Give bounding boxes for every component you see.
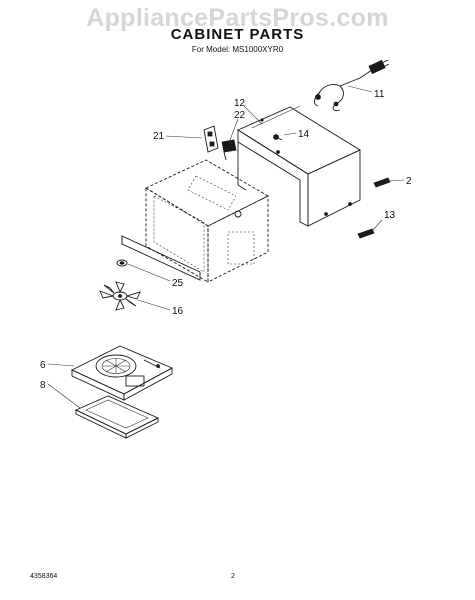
page-title: CABINET PARTS <box>170 26 305 43</box>
callout-16: 16 <box>172 306 184 317</box>
callout-21: 21 <box>153 131 165 142</box>
callout-13: 13 <box>384 210 396 221</box>
callout-11: 11 <box>374 89 385 100</box>
leader-25 <box>127 263 171 282</box>
callout-22: 22 <box>234 110 246 121</box>
screw-14-part <box>273 134 283 141</box>
leader-22 <box>229 118 239 141</box>
callout-8: 8 <box>40 380 46 391</box>
front-plate-part <box>121 235 201 281</box>
stirrer-fan-16-part <box>99 281 141 311</box>
bottom-cover-8-part <box>74 395 160 439</box>
callout-25: 25 <box>172 278 184 289</box>
hinge-bracket-21-part <box>203 125 219 153</box>
base-plate-6-part <box>70 345 174 401</box>
leader-21 <box>165 135 203 139</box>
model-subtitle: For Model: MS1000XYR0 <box>191 45 284 54</box>
outer-cabinet-wrapper-part <box>237 105 361 227</box>
document-number: 4358364 <box>30 573 58 580</box>
watermark-text: AppliancePartsPros.com <box>86 4 389 32</box>
leader-2 <box>389 179 405 182</box>
leader-14 <box>283 132 297 136</box>
leader-12 <box>243 105 263 125</box>
screw-2-part <box>373 177 391 188</box>
leader-13 <box>371 219 383 232</box>
oven-cavity-chassis <box>145 159 269 283</box>
callout-6: 6 <box>40 360 46 371</box>
page-number: 2 <box>231 573 235 580</box>
power-cord-part <box>313 59 390 111</box>
callout-2: 2 <box>406 176 412 187</box>
callout-14: 14 <box>298 129 310 140</box>
leader-6 <box>47 363 75 367</box>
leader-8 <box>47 383 81 409</box>
bracket-22-part <box>221 139 237 161</box>
callout-12: 12 <box>234 98 246 109</box>
leader-11 <box>347 85 373 93</box>
screw-13-part <box>357 228 375 239</box>
leader-16 <box>137 299 171 311</box>
stirrer-hub-25-part <box>116 259 128 267</box>
